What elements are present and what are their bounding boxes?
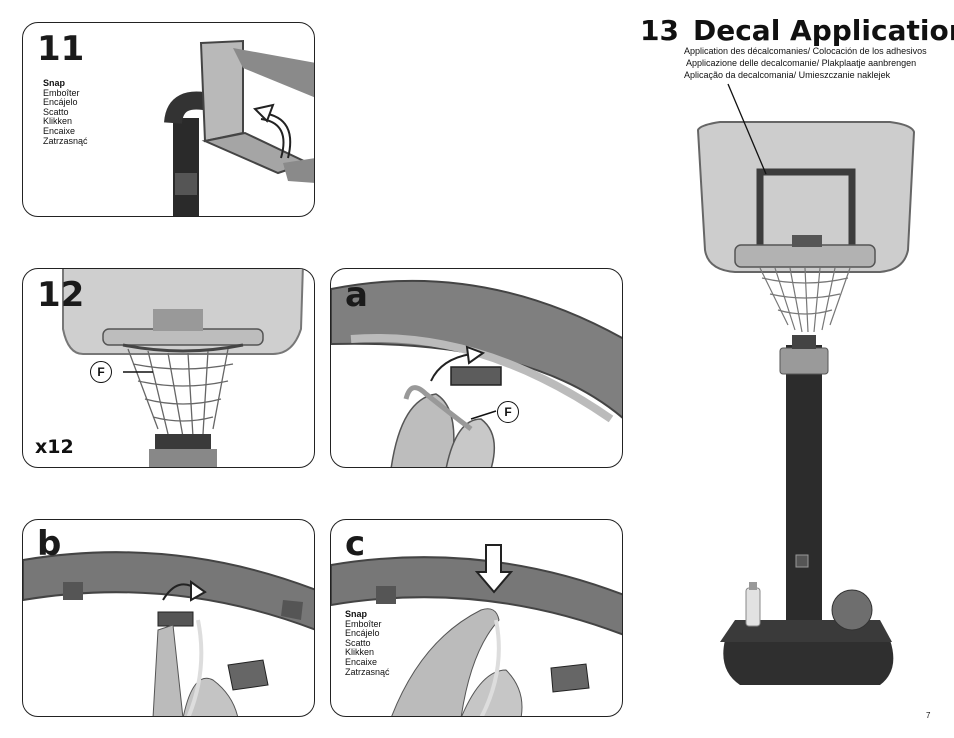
page-number: 7 [926,711,931,720]
snap-word: Emboîter [43,87,80,98]
part-f-callout: F [90,361,112,383]
step-12c-snap-list: Snap Emboîter Encájelo Scatto Klikken En… [345,609,390,677]
step-12b-panel: b [22,519,315,717]
step-13-title: Decal Application [692,14,954,47]
step-11-illustration [164,39,314,216]
step-12-illustration [62,269,304,467]
part-f-callout: F [497,401,519,423]
step-11-number: 11 [37,29,85,69]
snap-word: Klikken [345,647,375,658]
snap-word: Emboîter [345,618,382,629]
step-12b-letter: b [37,524,62,564]
quantity-label: x12 [35,436,74,458]
snap-word: Encájelo [345,628,380,639]
step-12b-illustration [23,551,314,716]
step-13-heading: 13 Decal Application [640,14,954,48]
step-12c-illustration [331,544,622,716]
snap-word: Encájelo [43,97,78,108]
snap-word: Klikken [43,116,73,127]
step-13-number: 13 [640,14,679,47]
snap-word: Encaixe [43,125,76,136]
step-11-panel: 11 Snap Emboîter Encájelo Scatto Klikken… [22,22,315,217]
step-12a-panel: a F [330,268,623,468]
step-12-panel: 12 F x12 [22,268,315,468]
step-13-subtitle: Application des décalcomanies/ Colocació… [684,46,927,56]
snap-word: Snap [345,609,368,619]
snap-word: Snap [43,78,66,88]
step-12a-letter: a [345,275,368,315]
step-12-number: 12 [37,275,85,315]
step-12a-illustration [331,279,622,467]
snap-word: Zatrzasnąć [345,666,390,677]
snap-word: Scatto [43,106,69,117]
step-12c-panel: c Snap Emboîter Encájelo Scatto Klikken … [330,519,623,717]
step-11-snap-list: Snap Emboîter Encájelo Scatto Klikken En… [43,78,88,146]
step-13-subtitle: Applicazione delle decalcomanie/ Plakpla… [686,58,917,68]
basketball-hoop-illustration [696,83,916,685]
snap-word: Zatrzasnąć [43,135,88,146]
snap-word: Scatto [345,637,371,648]
step-12c-letter: c [345,524,366,564]
step-13-subtitle: Aplicação da decalcomania/ Umieszczanie … [684,70,891,80]
snap-word: Encaixe [345,656,378,667]
